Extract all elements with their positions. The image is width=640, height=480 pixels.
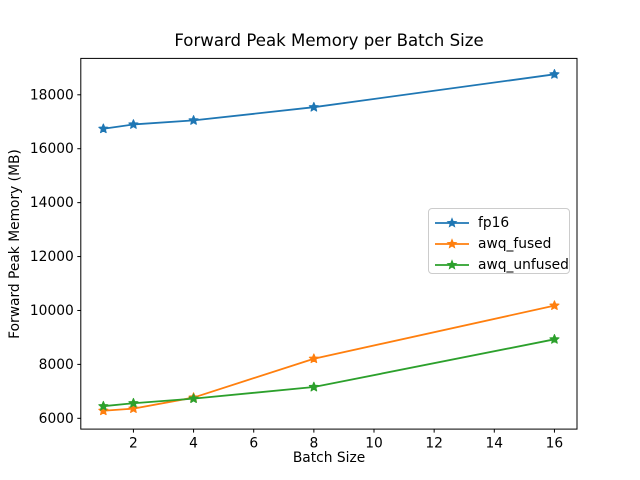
- plot-area-border: [80, 57, 578, 430]
- legend-line-sample-awq_fused: [435, 237, 469, 249]
- legend-line-sample-awq_unfused: [435, 258, 469, 270]
- x-tick-label: 14: [486, 436, 504, 452]
- data-point-marker-awq_fused: [98, 405, 109, 416]
- x-axis-label: Batch Size: [292, 450, 366, 466]
- data-point-marker-fp16: [98, 123, 109, 134]
- legend-sample-star-icon: [446, 216, 458, 228]
- data-point-marker-awq_fused: [308, 353, 319, 364]
- data-point-marker-fp16: [128, 119, 139, 129]
- chart-title: Forward Peak Memory per Batch Size: [174, 31, 484, 50]
- legend-item-fp16: fp16: [429, 212, 569, 233]
- x-tick-label: 6: [249, 436, 258, 452]
- data-point-marker-awq_fused: [128, 403, 139, 413]
- data-point-marker-awq_unfused: [549, 334, 560, 344]
- data-point-marker-awq_fused: [549, 300, 560, 311]
- y-tick-label: 14000: [30, 195, 74, 211]
- y-tick-label: 10000: [30, 303, 74, 319]
- x-tick-label: 2: [129, 436, 138, 452]
- data-point-marker-fp16: [549, 69, 560, 79]
- data-point-marker-fp16: [308, 101, 319, 112]
- data-point-marker-awq_unfused: [188, 393, 199, 404]
- data-point-marker-fp16: [188, 115, 199, 125]
- legend-item-awq_fused: awq_fused: [429, 233, 569, 254]
- y-axis-label: Forward Peak Memory (MB): [7, 149, 23, 339]
- y-tick-label: 16000: [30, 141, 74, 157]
- y-tick-label: 6000: [39, 411, 74, 427]
- y-tick-label: 18000: [30, 87, 74, 103]
- legend-line-sample-fp16: [435, 216, 469, 228]
- data-point-marker-awq_unfused: [308, 381, 319, 392]
- series-line-awq_unfused: [102, 338, 556, 408]
- legend-label: awq_unfused: [478, 256, 569, 273]
- legend-sample-star-icon: [446, 237, 458, 249]
- y-tick-label: 12000: [30, 249, 74, 265]
- x-tick-label: 4: [189, 436, 198, 452]
- series-line-awq_fused: [102, 304, 556, 412]
- y-tick-label: 8000: [39, 357, 74, 373]
- x-tick-label: 10: [365, 436, 383, 452]
- x-tick-label: 8: [309, 436, 318, 452]
- series-line-fp16: [102, 73, 556, 130]
- x-tick-label: 12: [425, 436, 443, 452]
- legend-sample-star-icon: [446, 258, 458, 270]
- x-tick-label: 16: [546, 436, 564, 452]
- data-point-marker-awq_unfused: [128, 397, 139, 408]
- legend-label: fp16: [478, 214, 510, 231]
- data-point-marker-awq_unfused: [98, 400, 109, 411]
- legend-box: fp16 awq_fused awq_unfused: [428, 208, 570, 274]
- legend-label: awq_fused: [478, 235, 552, 252]
- legend-item-awq_unfused: awq_unfused: [429, 254, 569, 275]
